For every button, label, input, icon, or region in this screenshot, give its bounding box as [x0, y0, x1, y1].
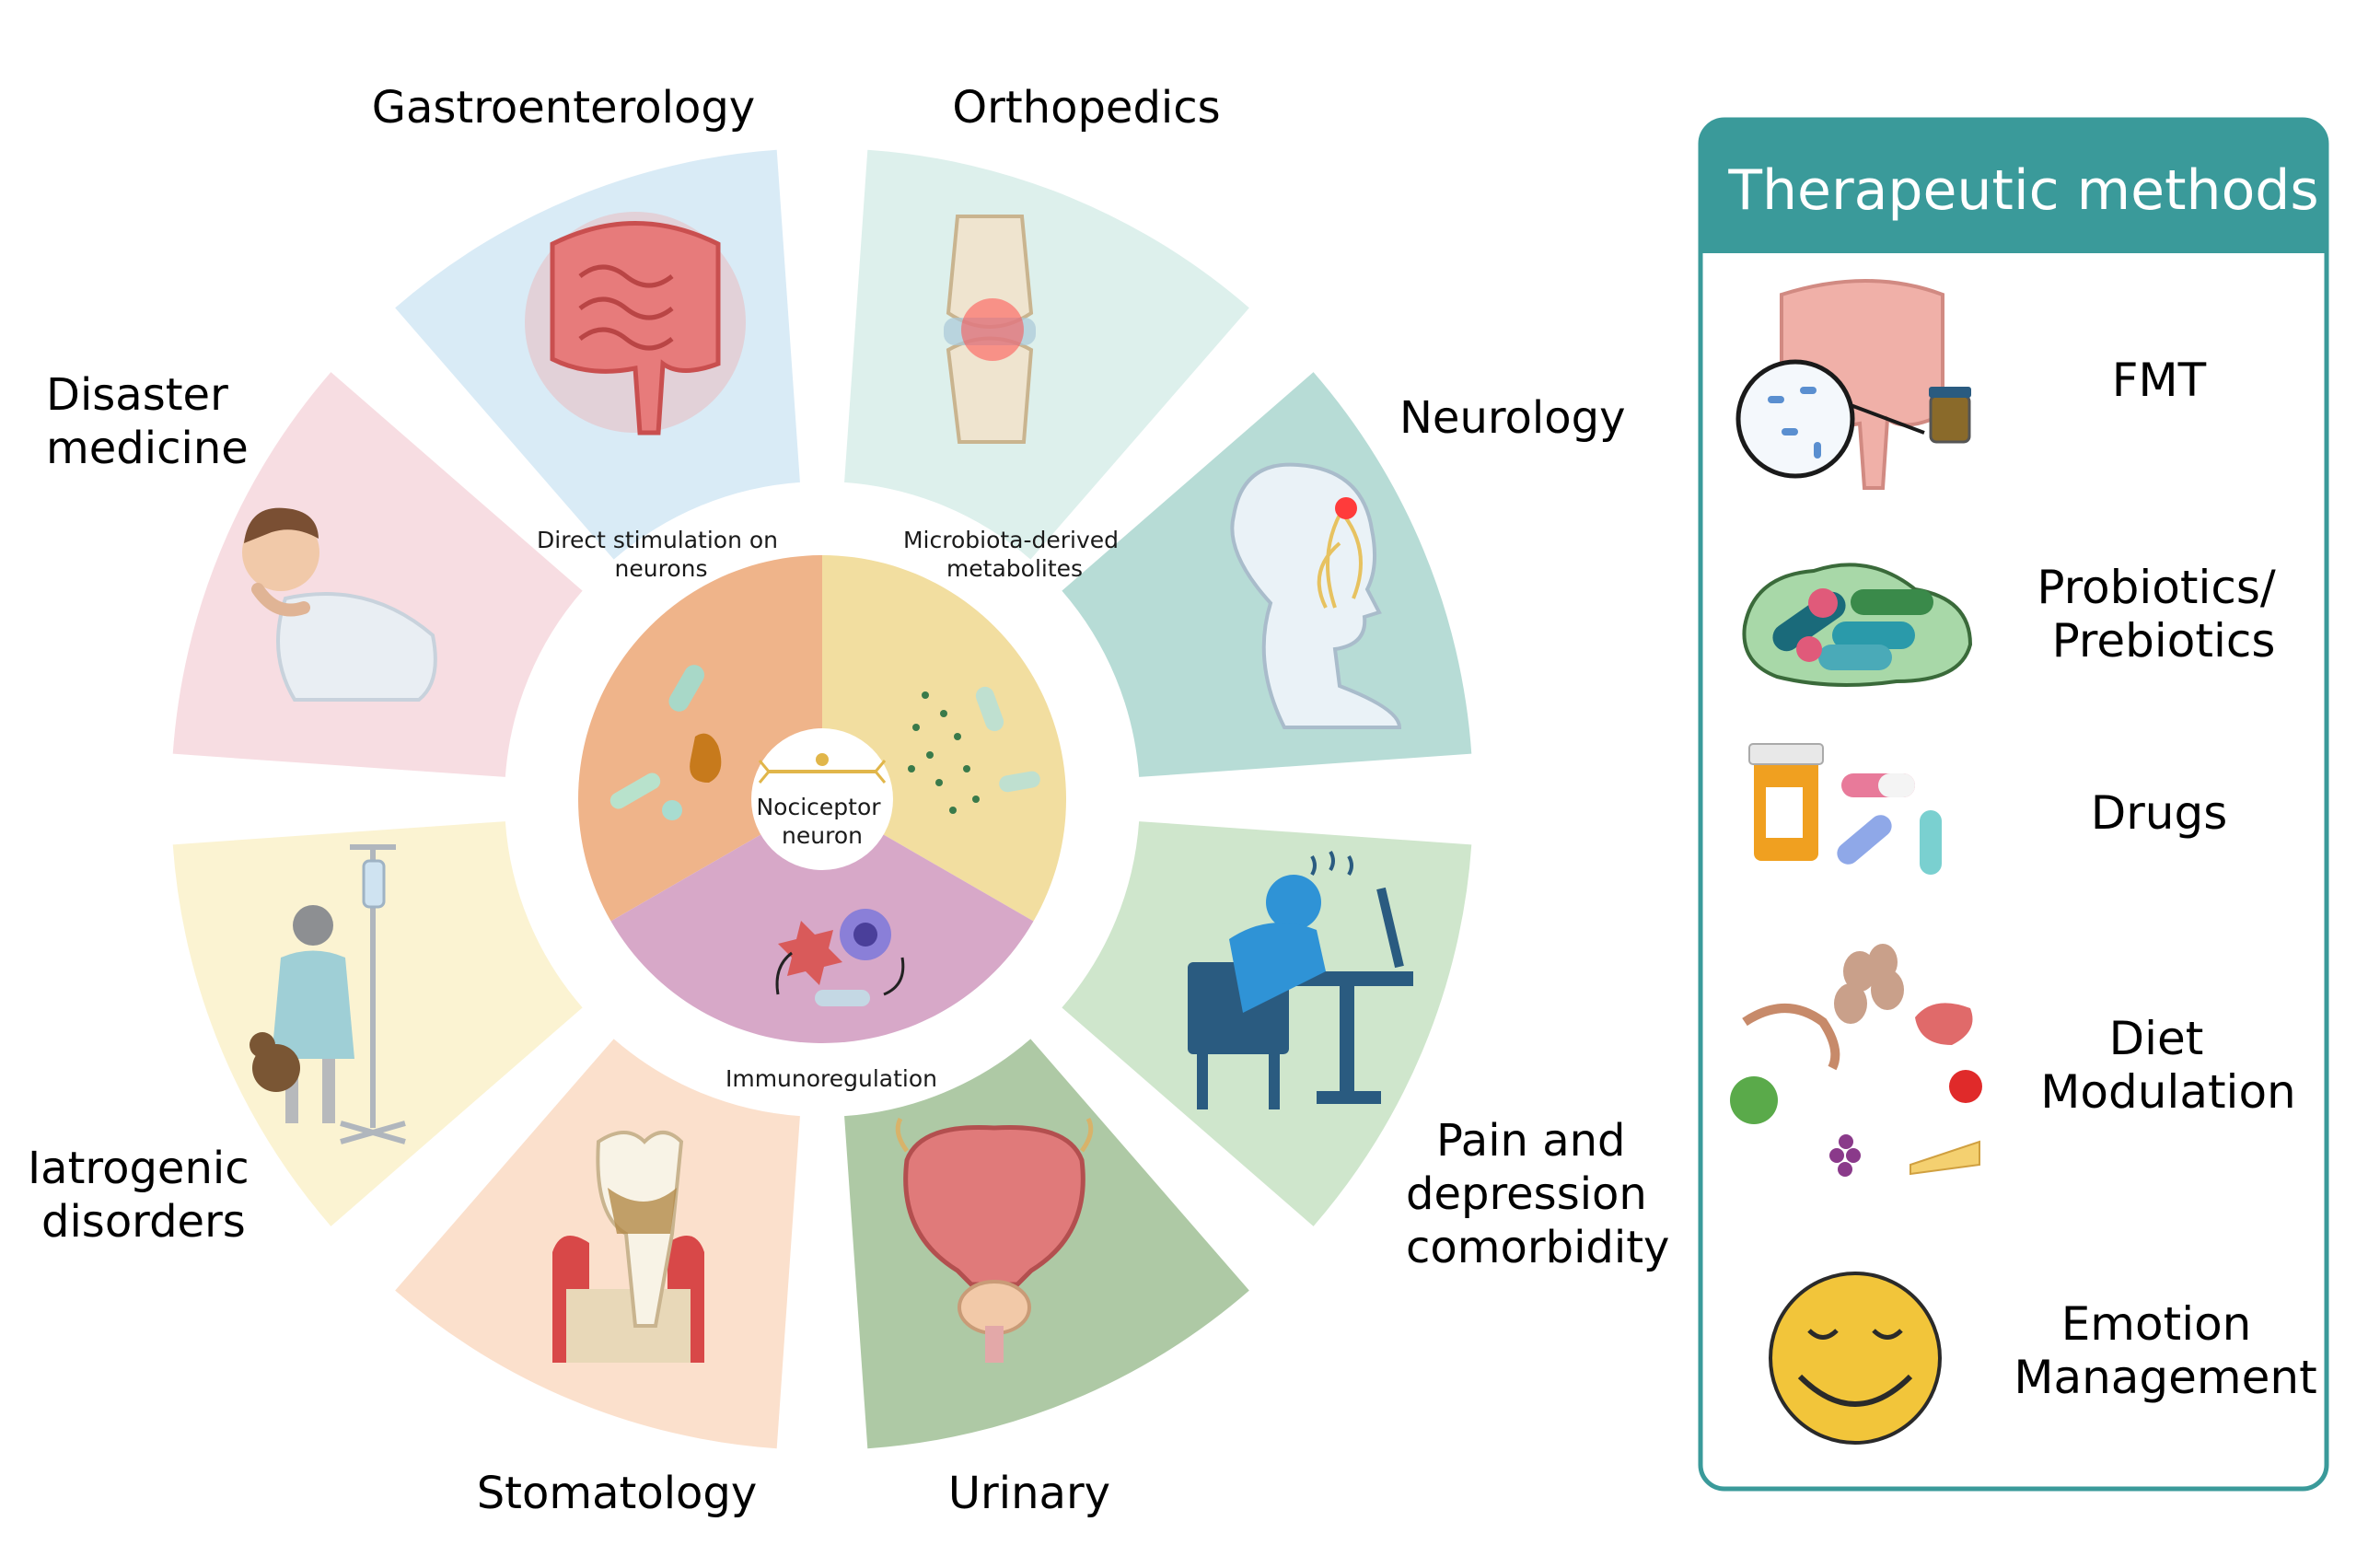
label-stomatology: Stomatology [477, 1468, 758, 1519]
inner-label-direct-stimulation: Direct stimulation on neurons [537, 527, 785, 582]
label-disaster-medicine-line2: medicine [46, 423, 249, 474]
label-iatrogenic-line2: disorders [41, 1196, 246, 1248]
metabolites-icon [908, 686, 1040, 814]
depressed-person-icon [1188, 850, 1413, 1109]
center-label-line2: neuron [782, 822, 863, 849]
inner-label-direct-stimulation-line2: neurons [615, 555, 708, 582]
label-disaster-medicine-line1: Disaster [46, 369, 228, 421]
label-pain-depression-line2: depression [1406, 1168, 1647, 1220]
method-label-diet: Diet Modulation [2040, 1012, 2295, 1119]
center-label: Nociceptor neuron [756, 794, 888, 849]
inner-label-metabolites-line2: metabolites [946, 555, 1083, 582]
neuron-icon [758, 753, 887, 784]
label-neurology: Neurology [1399, 392, 1625, 444]
label-pain-depression-line3: comorbidity [1406, 1222, 1669, 1273]
label-pain-depression: Pain and depression comorbidity [1406, 1115, 1669, 1273]
method-label-probiotics: Probiotics/ Prebiotics [2037, 561, 2290, 668]
tooth-icon [552, 1131, 704, 1363]
method-label-probiotics-line2: Prebiotics [2052, 614, 2276, 668]
inner-label-direct-stimulation-line1: Direct stimulation on [537, 527, 778, 553]
iv-drip-patient-icon [250, 844, 406, 1144]
probiotics-capsules-icon [1742, 563, 1973, 687]
label-urinary: Urinary [948, 1468, 1110, 1519]
knee-joint-icon [944, 215, 1036, 444]
inner-circle [578, 555, 1066, 1043]
segment-orthopedics [844, 149, 1249, 560]
panel-header [1701, 120, 2327, 253]
method-label-diet-line1: Diet [2109, 1012, 2204, 1065]
label-iatrogenic-line1: Iatrogenic [28, 1143, 250, 1194]
food-icon [1730, 944, 1982, 1177]
method-label-emotion-line2: Management [2014, 1351, 2316, 1404]
method-label-probiotics-line1: Probiotics/ [2037, 561, 2276, 614]
center-label-line1: Nociceptor [756, 794, 881, 820]
intestine-icon [525, 212, 746, 436]
fmt-intestine-icon [1735, 279, 1971, 490]
method-label-drugs: Drugs [2091, 786, 2228, 840]
label-disaster-medicine: Disaster medicine [46, 369, 249, 474]
method-label-emotion: Emotion Management [2014, 1297, 2316, 1404]
inner-label-metabolites-line1: Microbiota-derived [903, 527, 1119, 553]
method-label-emotion-line1: Emotion [2061, 1297, 2252, 1351]
bladder-icon [895, 1117, 1094, 1363]
label-gastroenterology: Gastroenterology [372, 82, 755, 134]
label-orthopedics: Orthopedics [952, 82, 1220, 134]
inner-label-metabolites: Microbiota-derived metabolites [903, 527, 1126, 582]
sick-person-icon [242, 507, 437, 702]
inner-sector-immunoregulation [610, 799, 1034, 1043]
smiley-face-icon [1769, 1272, 1942, 1445]
panel-title: Therapeutic methods [1727, 158, 2318, 223]
method-label-fmt: FMT [2112, 354, 2207, 407]
center-circle [751, 728, 893, 870]
label-iatrogenic: Iatrogenic disorders [28, 1143, 263, 1248]
pills-bottle-icon [1748, 743, 1942, 875]
immune-cells-icon [775, 909, 905, 1006]
label-pain-depression-line1: Pain and [1436, 1115, 1626, 1167]
segment-disaster-medicine [172, 372, 583, 777]
head-nerve-icon [1230, 462, 1402, 729]
therapeutic-panel: Therapeutic methods [1698, 117, 2329, 1492]
segment-iatrogenic [172, 821, 583, 1226]
bacteria-icon [609, 665, 722, 820]
inner-label-immunoregulation: Immunoregulation [725, 1065, 937, 1092]
method-label-diet-line2: Modulation [2040, 1065, 2295, 1119]
